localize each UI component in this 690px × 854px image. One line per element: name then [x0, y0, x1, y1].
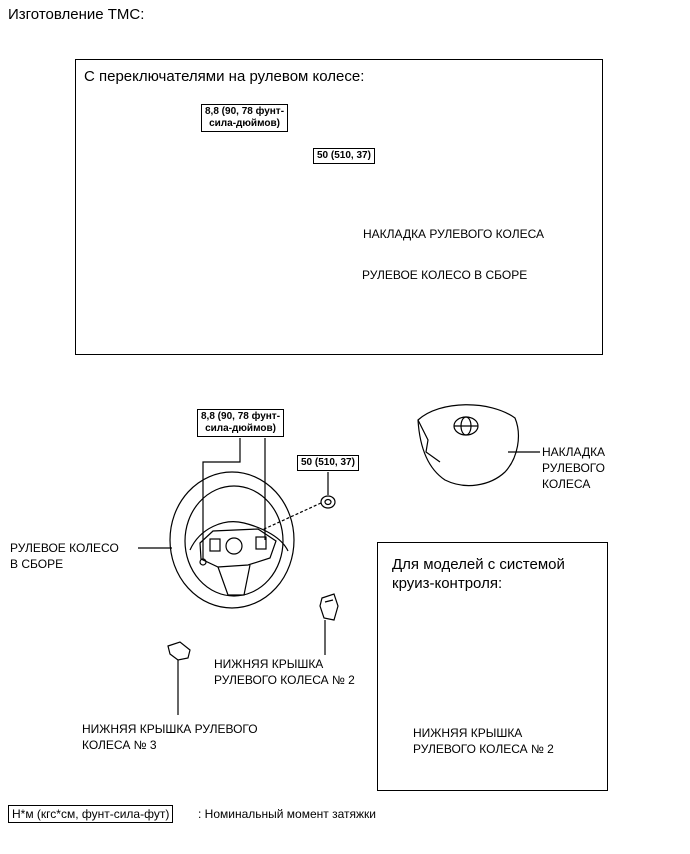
- torque-bolt-callout-bottom: 8,8 (90, 78 фунт- сила-дюймов): [197, 409, 285, 437]
- torque-unit-legend: Н*м (кгс*см, фунт-сила-фут): [8, 805, 174, 823]
- torque-nut-callout-top: 50 (510, 37): [313, 148, 375, 164]
- wheel-label-bottom: РУЛЕВОЕ КОЛЕСО В СБОРЕ: [10, 540, 119, 572]
- cruise-section-title: Для моделей с системой круиз-контроля:: [392, 555, 565, 593]
- cover2-line2: РУЛЕВОГО КОЛЕСА № 2: [214, 673, 355, 687]
- page-title: Изготовление ТМС:: [8, 6, 145, 23]
- lower-cover-3-drawing: [167, 641, 191, 661]
- lower-cover-2-drawing: [319, 593, 339, 621]
- pad-label-line3: КОЛЕСА: [542, 477, 591, 491]
- section-title: С переключателями на рулевом колесе:: [84, 68, 365, 85]
- wheel-label-line2: В СБОРЕ: [10, 557, 64, 571]
- lower-cover-2-cruise-label: НИЖНЯЯ КРЫШКА РУЛЕВОГО КОЛЕСА № 2: [413, 725, 554, 757]
- nut-drawing-bottom: [320, 495, 336, 509]
- torque-bolt-line1: 8,8 (90, 78 фунт-: [201, 411, 281, 422]
- cover3-line2: КОЛЕСА № 3: [82, 738, 157, 752]
- switches-on-wheel-section: С переключателями на рулевом колесе:: [75, 59, 603, 355]
- cover2-line1: НИЖНЯЯ КРЫШКА: [214, 657, 324, 671]
- torque-legend-description: : Номинальный момент затяжки: [198, 807, 376, 821]
- lower-cover-2-label: НИЖНЯЯ КРЫШКА РУЛЕВОГО КОЛЕСА № 2: [214, 656, 355, 688]
- cruise-control-section: Для моделей с системой круиз-контроля:: [377, 542, 608, 791]
- cruise-title-line1: Для моделей с системой: [392, 556, 565, 573]
- pad-label-line2: РУЛЕВОГО: [542, 461, 605, 475]
- pad-label-top: НАКЛАДКА РУЛЕВОГО КОЛЕСА: [363, 227, 545, 241]
- cruise-cover2-line2: РУЛЕВОГО КОЛЕСА № 2: [413, 742, 554, 756]
- torque-bolt-line2: сила-дюймов): [209, 118, 280, 129]
- torque-nut-callout-bottom: 50 (510, 37): [297, 455, 359, 471]
- cruise-title-line2: круиз-контроля:: [392, 575, 503, 592]
- lower-cover-3-label: НИЖНЯЯ КРЫШКА РУЛЕВОГО КОЛЕСА № 3: [82, 721, 258, 753]
- pad-label-bottom: НАКЛАДКА РУЛЕВОГО КОЛЕСА: [542, 444, 605, 492]
- pad-label-line1: НАКЛАДКА: [542, 445, 606, 459]
- wheel-label-top: РУЛЕВОЕ КОЛЕСО В СБОРЕ: [362, 268, 528, 282]
- torque-bolt-line1: 8,8 (90, 78 фунт-: [205, 106, 285, 117]
- wheel-label-line1: РУЛЕВОЕ КОЛЕСО: [10, 541, 119, 555]
- torque-bolt-line2: сила-дюймов): [205, 423, 276, 434]
- steering-wheel-drawing-bottom: [169, 471, 295, 609]
- cruise-cover2-line1: НИЖНЯЯ КРЫШКА: [413, 726, 523, 740]
- pad-drawing-bottom: [417, 404, 519, 487]
- cover3-line1: НИЖНЯЯ КРЫШКА РУЛЕВОГО: [82, 722, 258, 736]
- torque-bolt-callout-top: 8,8 (90, 78 фунт- сила-дюймов): [201, 104, 289, 132]
